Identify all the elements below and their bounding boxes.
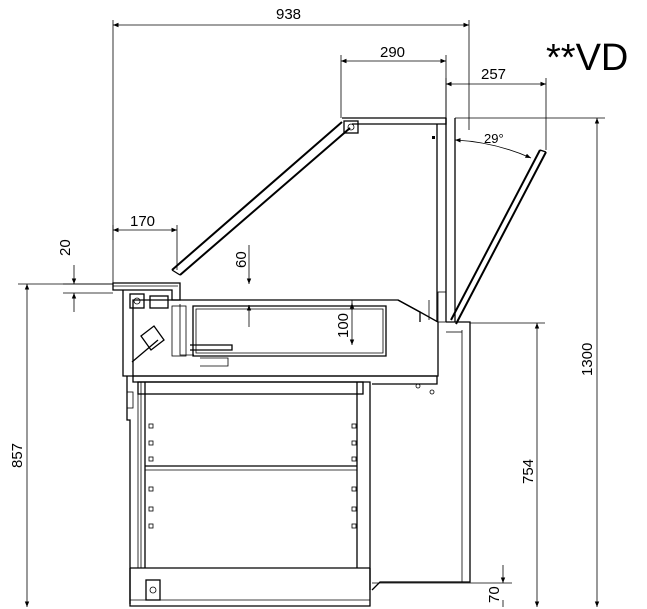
- dim-glass-height-label: 60: [233, 251, 250, 268]
- dim-foot-height-label: 70: [486, 586, 503, 603]
- dim-glass-offset: 257: [445, 66, 547, 150]
- dim-glass-offset-label: 257: [481, 66, 506, 83]
- dim-overall-depth: 938: [112, 6, 470, 240]
- dim-shelf-depth: 170: [112, 213, 178, 285]
- dim-foot-height: 70: [372, 565, 512, 607]
- dim-glass-angle: 29°: [454, 131, 532, 159]
- dim-shelf-step-label: 20: [57, 239, 74, 256]
- dim-work-height-label: 754: [520, 459, 537, 484]
- dim-work-height: 754: [470, 322, 545, 607]
- dim-glass-height: 60: [233, 245, 252, 327]
- dim-counter-height: 857: [9, 283, 113, 607]
- dim-total-height-label: 1300: [579, 343, 596, 376]
- dim-counter-height-label: 857: [9, 443, 26, 468]
- dim-shelf-depth-label: 170: [130, 213, 155, 230]
- counter-body: [112, 117, 547, 607]
- dim-tray-depth-label: 100: [335, 313, 352, 338]
- dim-total-height: 1300: [455, 117, 605, 607]
- dim-overall-depth-label: 938: [276, 6, 301, 23]
- dim-top-width-label: 290: [380, 44, 405, 61]
- dim-shelf-step: 20: [57, 239, 113, 312]
- dim-glass-angle-label: 29°: [484, 131, 504, 146]
- dim-top-width: 290: [340, 44, 447, 118]
- dim-tray-depth: 100: [335, 300, 355, 345]
- title-label: **VD: [546, 37, 628, 79]
